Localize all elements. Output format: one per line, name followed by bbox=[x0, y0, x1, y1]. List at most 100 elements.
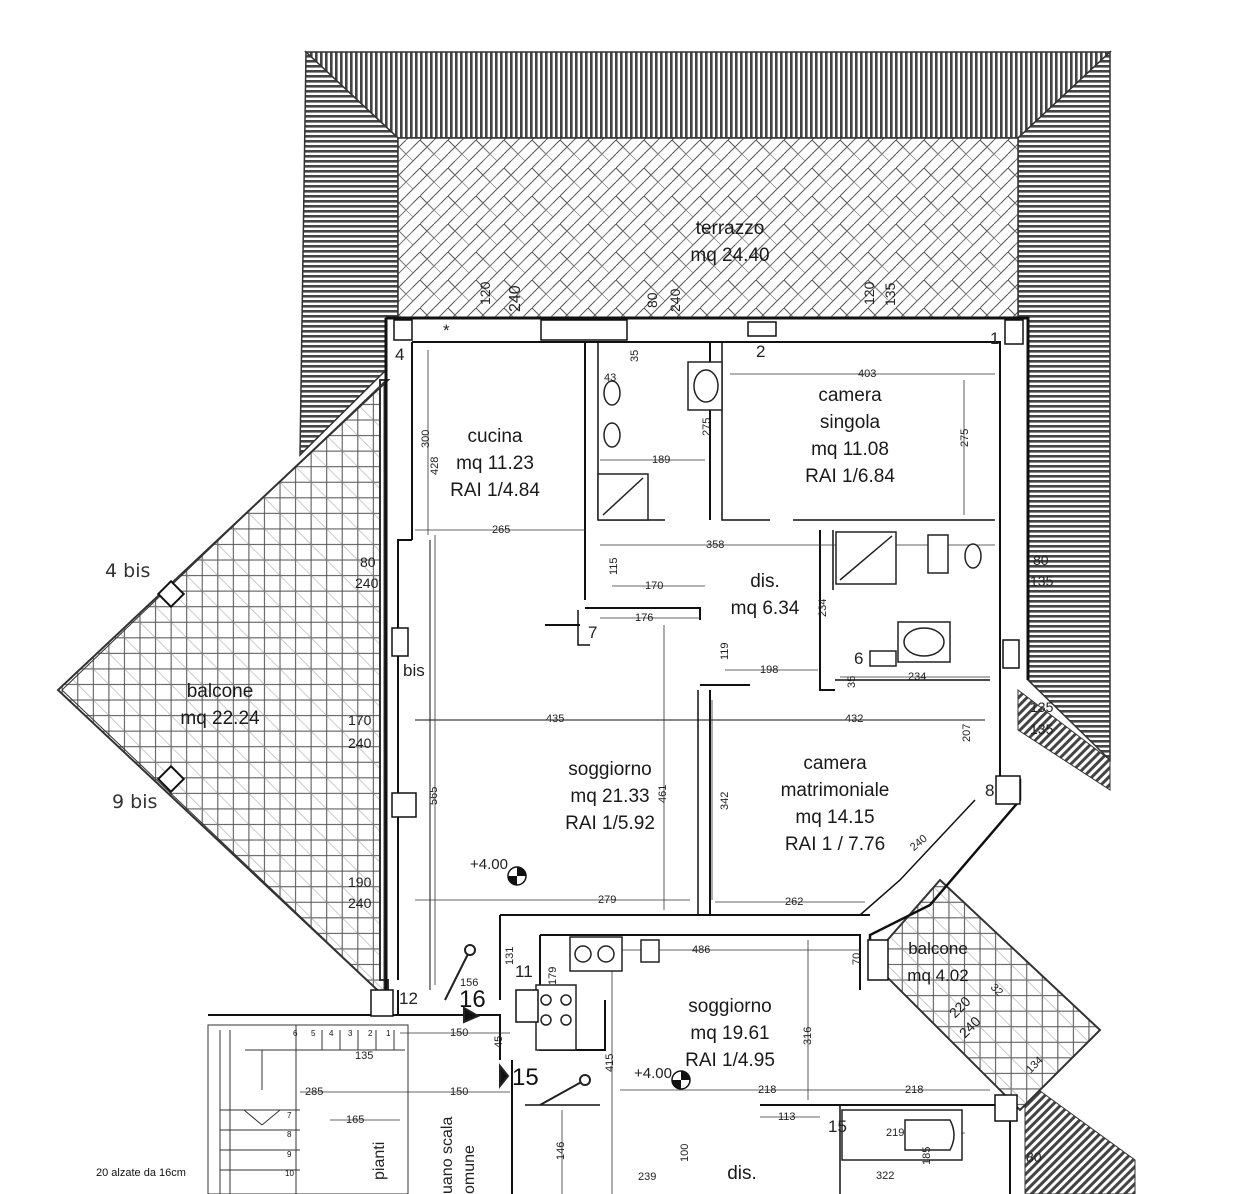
marker-11: 11 bbox=[515, 962, 533, 981]
marker-12: 12 bbox=[399, 989, 418, 1008]
dim-432: 432 bbox=[845, 713, 864, 725]
dim-45: 45 bbox=[493, 1035, 505, 1048]
dim-179: 179 bbox=[547, 966, 559, 985]
marker-1: 1 bbox=[990, 329, 1000, 348]
room-name: cucina bbox=[467, 426, 523, 447]
dim-189: 189 bbox=[652, 454, 671, 466]
west-balcony-floor bbox=[56, 379, 391, 1003]
level-markers bbox=[507, 866, 691, 1090]
room-balcone-west: balcone mq 22.24 bbox=[160, 678, 280, 732]
stair-step-9: 9 bbox=[287, 1150, 292, 1159]
terrace-floor bbox=[397, 137, 1019, 319]
dim-135-right: 135 bbox=[1030, 573, 1054, 589]
fixtures bbox=[535, 361, 982, 1161]
room-area: mq 22.24 bbox=[180, 708, 260, 729]
dim-275-a: 275 bbox=[701, 417, 713, 436]
dim-279: 279 bbox=[598, 894, 617, 906]
dim-403: 403 bbox=[858, 368, 877, 380]
dim-170-left: 170 bbox=[348, 712, 372, 728]
marker-2: 2 bbox=[756, 342, 766, 361]
dim-218a: 218 bbox=[758, 1084, 777, 1096]
dim-219: 219 bbox=[886, 1127, 905, 1139]
dim-120-top-2: 120 bbox=[861, 281, 877, 305]
dim-316: 316 bbox=[802, 1026, 814, 1045]
room-name: dis. bbox=[727, 1163, 757, 1184]
dim-35: 35 bbox=[629, 349, 641, 362]
east-balcony-floor bbox=[868, 878, 1102, 1112]
stair-step-5: 5 bbox=[311, 1029, 316, 1038]
room-rai: RAI 1 / 7.76 bbox=[784, 834, 886, 855]
room-camera-matrimoniale: camera matrimoniale mq 14.15 RAI 1 / 7.7… bbox=[760, 750, 910, 858]
room-name: soggiorno bbox=[688, 996, 772, 1017]
stair-step-7: 7 bbox=[287, 1111, 292, 1120]
room-area: mq 21.33 bbox=[570, 786, 650, 807]
room-name: soggiorno bbox=[568, 759, 652, 780]
room-soggiorno-2: soggiorno mq 19.61 RAI 1/4.95 bbox=[660, 993, 800, 1074]
room-dis-lower: dis. bbox=[722, 1160, 762, 1187]
room-balcone-east: balcone mq 4.02 bbox=[888, 935, 988, 989]
dim-262: 262 bbox=[785, 896, 804, 908]
dim-207: 207 bbox=[961, 723, 973, 742]
drain-4bis bbox=[156, 579, 186, 609]
dim-240-left-2: 240 bbox=[348, 735, 372, 751]
dim-70: 70 bbox=[851, 952, 863, 965]
room-area: mq 11.08 bbox=[811, 439, 889, 460]
dim-165: 165 bbox=[346, 1114, 365, 1126]
room-terrazzo: terrazzo mq 24.40 bbox=[660, 215, 800, 269]
marker-4bis: 4 bis bbox=[105, 560, 151, 582]
dim-322: 322 bbox=[876, 1170, 895, 1182]
marker-16: 16 bbox=[459, 986, 486, 1013]
staircase bbox=[207, 1024, 409, 1194]
dim-150b: 150 bbox=[450, 1086, 469, 1098]
dim-80-right: 80 bbox=[1033, 552, 1049, 568]
roof-hatch bbox=[299, 50, 1136, 1194]
room-rai: RAI 1/6.84 bbox=[805, 466, 895, 487]
dim-43: 43 bbox=[604, 372, 617, 384]
room-camera-singola: camera singola mq 11.08 RAI 1/6.84 bbox=[780, 382, 920, 490]
stair-step-4: 4 bbox=[329, 1029, 334, 1038]
dim-176: 176 bbox=[635, 612, 654, 624]
marker-star: * bbox=[443, 321, 450, 340]
room-area: mq 19.61 bbox=[690, 1023, 770, 1044]
door-swings bbox=[444, 944, 591, 1106]
stair-step-10: 10 bbox=[285, 1169, 294, 1178]
dim-239: 239 bbox=[638, 1171, 657, 1183]
dim-146: 146 bbox=[555, 1141, 567, 1160]
room-name: balcone bbox=[908, 939, 968, 958]
dim-100: 100 bbox=[679, 1143, 691, 1162]
marker-4: 4 bbox=[395, 345, 405, 364]
marker-bis: bis bbox=[403, 661, 425, 680]
room-name: dis. bbox=[750, 571, 780, 592]
stair-step-2: 2 bbox=[368, 1029, 373, 1038]
dim-135-right-2: 135 bbox=[1030, 699, 1054, 715]
marker-6: 6 bbox=[854, 649, 864, 668]
dim-198: 198 bbox=[760, 664, 779, 676]
room-area: mq 6.34 bbox=[730, 598, 800, 619]
marker-15: 15 bbox=[512, 1064, 539, 1091]
dim-240-top: 240 bbox=[507, 285, 524, 312]
marker-9bis: 9 bis bbox=[112, 791, 158, 813]
dim-240-top-2: 240 bbox=[667, 288, 683, 312]
room-rai: RAI 1/5.92 bbox=[565, 813, 655, 834]
room-area: mq 24.40 bbox=[690, 245, 770, 266]
room-name: camera bbox=[818, 385, 882, 406]
level-label-2: +4.00 bbox=[634, 1065, 672, 1082]
stair-scala-2: omune bbox=[461, 1145, 478, 1194]
stair-note: 20 alzate da 16cm bbox=[96, 1167, 186, 1179]
room-name: balcone bbox=[186, 681, 254, 702]
dim-486: 486 bbox=[692, 944, 711, 956]
room-cucina: cucina mq 11.23 RAI 1/4.84 bbox=[420, 423, 570, 504]
dim-190-left: 190 bbox=[348, 874, 372, 890]
dim-120-top: 120 bbox=[477, 281, 493, 305]
marker-8: 8 bbox=[985, 781, 995, 800]
stair-scala-1: uano scala bbox=[439, 1116, 456, 1194]
dim-428: 428 bbox=[429, 456, 441, 475]
dim-461: 461 bbox=[657, 784, 669, 803]
dim-565: 565 bbox=[428, 786, 440, 805]
drain-9bis bbox=[156, 764, 186, 794]
dim-234-v: 234 bbox=[817, 598, 829, 617]
room-rai: RAI 1/4.95 bbox=[685, 1050, 775, 1071]
dim-119: 119 bbox=[719, 642, 731, 660]
room-name-2: singola bbox=[819, 412, 881, 433]
